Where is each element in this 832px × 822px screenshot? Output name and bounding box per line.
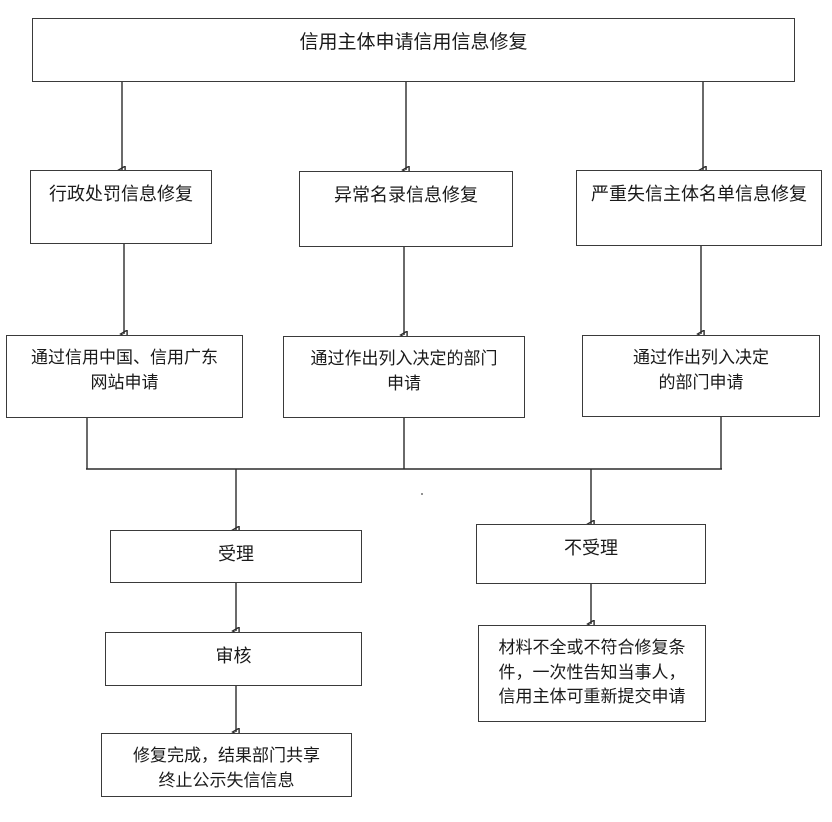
node-review-label: 审核 [215, 646, 252, 666]
node-accepted-label: 受理 [218, 544, 254, 564]
node-channel-credit-china-label: 通过信用中国、信用广东 网站申请 [31, 348, 218, 392]
node-channel-decision-dept-1[interactable]: 通过作出列入决定的部门 申请 [283, 336, 525, 418]
node-repair-complete[interactable]: 修复完成，结果部门共享 终止公示失信信息 [101, 733, 352, 797]
node-category-abnormal-list-label: 异常名录信息修复 [334, 185, 478, 205]
node-channel-decision-dept-2-label: 通过作出列入决定 的部门申请 [633, 348, 769, 392]
node-root[interactable]: 信用主体申请信用信息修复 [32, 18, 795, 82]
node-channel-credit-china[interactable]: 通过信用中国、信用广东 网站申请 [6, 335, 243, 418]
node-channel-decision-dept-2[interactable]: 通过作出列入决定 的部门申请 [582, 335, 820, 417]
node-root-label: 信用主体申请信用信息修复 [299, 32, 528, 53]
node-materials-incomplete-label: 材料不全或不符合修复条 件，一次性告知当事人， 信用主体可重新提交申请 [498, 638, 686, 707]
node-category-serious-dishonesty-label: 严重失信主体名单信息修复 [591, 184, 807, 204]
node-repair-complete-label: 修复完成，结果部门共享 终止公示失信信息 [133, 746, 320, 790]
node-category-admin-penalty-label: 行政处罚信息修复 [49, 184, 193, 204]
node-category-abnormal-list[interactable]: 异常名录信息修复 [299, 171, 513, 247]
node-not-accepted-label: 不受理 [564, 538, 618, 558]
stray-dot-artifact [421, 493, 423, 495]
node-accepted[interactable]: 受理 [110, 530, 362, 583]
node-not-accepted[interactable]: 不受理 [476, 524, 706, 584]
node-channel-decision-dept-1-label: 通过作出列入决定的部门 申请 [310, 349, 498, 393]
node-category-admin-penalty[interactable]: 行政处罚信息修复 [30, 170, 212, 244]
node-category-serious-dishonesty[interactable]: 严重失信主体名单信息修复 [576, 170, 822, 246]
node-review[interactable]: 审核 [105, 632, 362, 686]
node-materials-incomplete[interactable]: 材料不全或不符合修复条 件，一次性告知当事人， 信用主体可重新提交申请 [478, 625, 706, 722]
